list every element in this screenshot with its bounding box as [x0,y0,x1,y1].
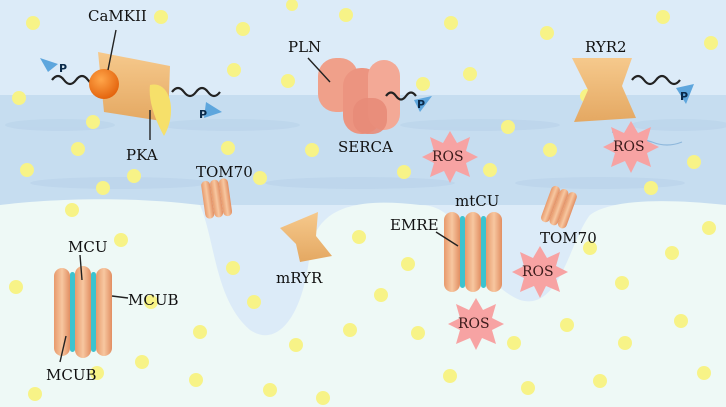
ryr2-linker-spring [631,74,681,86]
serca-pump [307,57,432,134]
phosphate-label-3: P [417,98,425,111]
camkii-sphere [89,69,119,99]
phosphate-label-2: P [199,108,207,121]
ros-burst-4 [448,298,504,350]
ryr2-channel [572,58,694,146]
phosphate-label-4: P [680,90,688,103]
membrane-lipid-texture [5,119,726,189]
mcub-bottom-leader [59,335,67,363]
ros-label-2: ROS [613,139,645,155]
ros-label-3: ROS [522,264,554,280]
tom70-right-label: TOM70 [540,229,597,247]
mcub-right-label: MCUB [128,291,179,309]
phosphate-tag-2 [204,102,222,118]
serca-linker-spring [385,91,417,101]
phosphate-label-1: P [59,62,67,75]
mtcu-label: mtCU [455,192,499,210]
serca-label: SERCA [338,138,393,156]
mcub-right-leader [111,295,129,299]
camkii-leader [107,29,117,71]
emre-label: EMRE [390,216,439,234]
tom70-left-label: TOM70 [196,163,253,181]
camkii-label: CaMKII [88,7,147,25]
calcium-ions [9,0,718,405]
pka-subunit [149,84,172,136]
pka-label: PKA [126,146,158,164]
right-linker-spring [171,86,221,98]
camkii-pka-channel [40,29,222,140]
pln-label: PLN [288,38,321,56]
tom70-left [201,178,233,219]
tom70-right [541,185,577,229]
ros-burst-2 [603,121,659,173]
emre-leader [435,231,459,247]
ryr2-label: RYR2 [585,38,627,56]
mryr-label: mRYR [276,269,323,287]
ros-burst-3 [512,246,568,298]
mitochondrial-matrix [0,199,726,407]
ros-burst-1 [422,131,478,183]
phosphate-tag-3 [414,96,432,112]
pln-leader [307,57,331,83]
phosphate-tag-4 [676,84,694,104]
mryr-channel [280,212,332,262]
mcu-label: MCU [68,238,107,256]
mcub-bottom-label: MCUB [46,366,97,384]
phosphate-tag-1 [40,58,58,72]
mcu-complex [54,254,129,363]
mtcu-complex [435,212,502,292]
ros-label-1: ROS [432,149,464,165]
ros-label-4: ROS [458,316,490,332]
mcu-leader [79,254,83,281]
